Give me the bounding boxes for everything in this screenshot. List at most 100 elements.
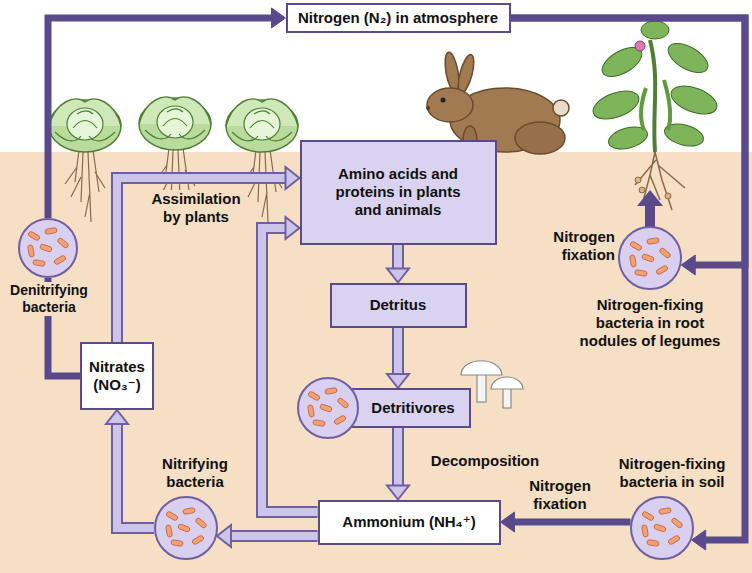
cycle-arrow [501, 512, 631, 532]
rabbit [426, 106, 430, 110]
bacteria-label: Nitrogen-fixing bacteria in soil [607, 455, 737, 491]
bacterium [642, 254, 655, 263]
rabbit [441, 98, 446, 103]
process-label: Assimilation by plants [146, 190, 246, 226]
bacterium [641, 525, 648, 538]
node-text: Ammonium (NH₄⁺) [342, 513, 475, 531]
bacterium [57, 237, 69, 249]
process-box: Detritus [330, 283, 467, 328]
bacteria-label: Denitrifying bacteria [4, 282, 94, 316]
arrowhead [681, 255, 695, 275]
bacterium [635, 269, 648, 276]
bacterium [337, 397, 349, 409]
connector-line [394, 428, 402, 488]
bacterium [629, 255, 636, 268]
connector-outline [262, 228, 318, 512]
circle-heading: Nitrogen-fixing bacteria in root nodules… [574, 296, 726, 350]
bacterium [659, 247, 671, 259]
bacterium [630, 241, 643, 251]
bacterium [671, 517, 683, 529]
bacteria-circle: Nitrifying bacteria [154, 496, 218, 560]
bacterium [320, 404, 333, 413]
connector-line [511, 18, 746, 265]
bacterium [45, 227, 58, 234]
cycle-arrow [106, 410, 154, 528]
bacterium [654, 524, 667, 533]
connector-line [394, 245, 402, 271]
arrowhead [387, 269, 409, 283]
bacterium [668, 535, 681, 545]
mushrooms [491, 377, 523, 389]
bacterium [178, 524, 191, 533]
circle-heading: Denitrifying bacteria [4, 282, 94, 316]
detritivore-circle [296, 376, 360, 440]
bacteria-circle: Denitrifying bacteria [18, 218, 78, 278]
connector-outline [229, 530, 318, 542]
bacterium [192, 535, 205, 545]
rabbit [553, 100, 569, 116]
bean-plant [650, 40, 655, 152]
cycle-arrow [217, 525, 318, 547]
bacterium [642, 511, 655, 521]
cycle-arrow [387, 245, 409, 283]
cabbage-plants [49, 99, 121, 222]
cycle-arrow [117, 167, 300, 342]
bacterium [54, 255, 67, 265]
bacterium [313, 419, 326, 426]
bacterium [307, 405, 314, 418]
bacterium [28, 231, 41, 241]
bacterium [166, 511, 179, 521]
bacterium [40, 244, 53, 253]
bacteria-group [630, 496, 694, 560]
bacterium [647, 237, 660, 244]
cycle-arrow [48, 8, 286, 218]
rabbit [427, 88, 473, 122]
bean-plant [667, 81, 720, 120]
node-text: Nitrogen (N₂) in atmosphere [298, 9, 498, 27]
arrowhead [272, 8, 286, 28]
bacteria-circle: Nitrogen-fixing bacteria in soil [630, 496, 694, 560]
bacteria-group [618, 226, 682, 290]
bacteria-group [154, 496, 218, 560]
process-box: Detritivores [326, 388, 471, 428]
rabbit [515, 122, 565, 154]
cycle-arrow [387, 328, 409, 389]
node-text: Amino acids and proteins in plants and a… [324, 165, 473, 219]
process-label: Nitrogen fixation [539, 228, 615, 264]
bacterium [33, 259, 46, 266]
bacterium [659, 507, 672, 514]
connector-line [394, 328, 402, 377]
bean-plant [641, 21, 669, 39]
bacterium [171, 539, 184, 546]
bacterium [183, 507, 196, 514]
connector-outline [392, 245, 404, 271]
bacteria-circle: Nitrogen-fixing bacteria in root nodules… [618, 226, 682, 290]
cycle-arrow [511, 18, 746, 550]
mushrooms [477, 372, 486, 402]
bacteria-label: Nitrogen-fixing bacteria in root nodules… [574, 296, 726, 350]
connector-outline [392, 328, 404, 377]
connector-line [229, 532, 318, 540]
bacterium [308, 391, 321, 401]
process-box: Nitrates (NO₃⁻) [80, 342, 154, 410]
connector-outline [392, 428, 404, 488]
process-box: Amino acids and proteins in plants and a… [300, 140, 497, 245]
mushrooms [461, 361, 502, 375]
arrowhead [217, 525, 231, 547]
bean-plant [635, 41, 645, 51]
bacterium [325, 387, 338, 394]
cycle-arrow [387, 428, 409, 500]
bean-plant [641, 88, 646, 130]
circle-heading: Nitrifying bacteria [149, 455, 241, 491]
connector-line [262, 228, 318, 512]
arrowhead [286, 217, 300, 239]
bacteria-label: Nitrifying bacteria [149, 455, 241, 491]
detritivore-circle [298, 378, 358, 438]
bacterium [195, 517, 207, 529]
process-box: Ammonium (NH₄⁺) [318, 500, 501, 545]
bacteria-group [18, 218, 78, 278]
node-text: Detritus [370, 296, 427, 314]
bacterium [334, 415, 347, 425]
bean-plant [664, 80, 670, 130]
bean-plant [665, 193, 671, 199]
